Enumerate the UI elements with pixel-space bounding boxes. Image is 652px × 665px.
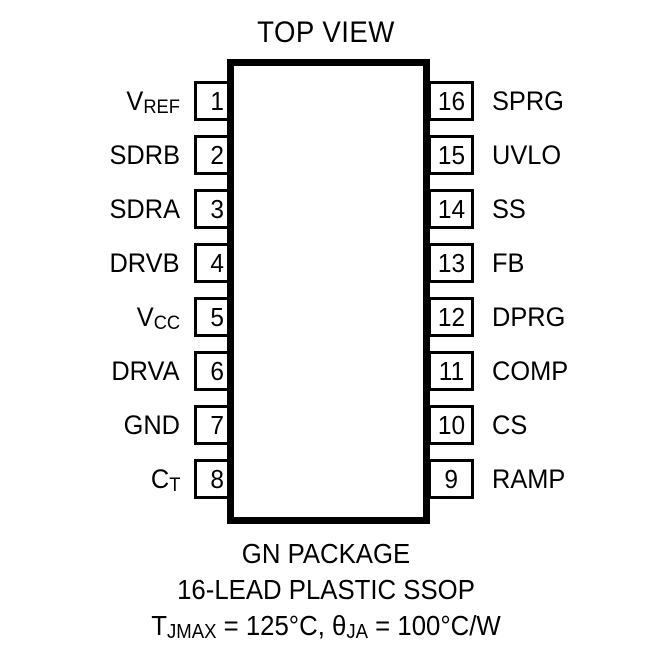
pin-label-text: V xyxy=(136,302,154,332)
pin-label-14: SS xyxy=(492,194,526,224)
pin-label-2: SDRB xyxy=(109,140,180,170)
pin-row-16: 16 SPRG xyxy=(420,81,652,121)
page-title: TOP VIEW xyxy=(257,16,395,49)
pin-number: 10 xyxy=(437,410,465,440)
pin-label-8: CT xyxy=(150,464,180,497)
thermal-suffix: = 100°C/W xyxy=(368,610,501,641)
pin-label-text: SDRB xyxy=(109,140,180,170)
pin-row-10: 10 CS xyxy=(420,405,652,445)
pin-label-12: DPRG xyxy=(492,302,565,332)
pin-row-7: GND 7 xyxy=(0,405,240,445)
pin-label-text: DPRG xyxy=(492,302,566,332)
thermal-prefix: T xyxy=(151,610,167,641)
pin-box-10: 10 xyxy=(428,405,474,445)
pin-label-15: UVLO xyxy=(492,140,561,170)
pin-label-3: SDRA xyxy=(109,194,180,224)
pin-row-12: 12 DPRG xyxy=(420,297,652,337)
pin-number: 13 xyxy=(437,248,465,278)
pin-box-12: 12 xyxy=(428,297,474,337)
pin-number: 2 xyxy=(210,140,224,170)
pin-box-14: 14 xyxy=(428,189,474,229)
pin-label-subscript: REF xyxy=(143,96,180,119)
pin-label-text: RAMP xyxy=(492,464,566,494)
pin-label-text: DRVA xyxy=(111,356,180,386)
pin-label-13: FB xyxy=(492,248,524,278)
pin-number: 9 xyxy=(444,464,458,494)
pin-label-subscript: T xyxy=(168,474,180,497)
pin-row-6: DRVA 6 xyxy=(0,351,240,391)
pin-box-9: 9 xyxy=(428,459,474,499)
pin-row-4: DRVB 4 xyxy=(0,243,240,283)
pin-row-1: VREF 1 xyxy=(0,81,240,121)
pin-number: 6 xyxy=(210,356,224,386)
pin-number: 14 xyxy=(437,194,465,224)
pin-label-text: COMP xyxy=(492,356,569,386)
pin-label-11: COMP xyxy=(492,356,568,386)
pin-box-13: 13 xyxy=(428,243,474,283)
pin-label-text: GND xyxy=(123,410,180,440)
pin-number: 11 xyxy=(438,356,464,386)
pin-number: 1 xyxy=(210,86,224,116)
thermal-subscript-jmax: JMAX xyxy=(166,621,217,644)
pin-label-6: DRVA xyxy=(112,356,180,386)
pin-row-3: SDRA 3 xyxy=(0,189,240,229)
pin-label-16: SPRG xyxy=(492,86,564,116)
pin-label-text: SPRG xyxy=(492,86,564,116)
package-caption: GN PACKAGE 16-LEAD PLASTIC SSOP TJMAX = … xyxy=(0,536,652,644)
pin-label-text: C xyxy=(150,464,169,494)
pin-label-text: SDRA xyxy=(109,194,180,224)
thermal-mid: = 125°C, θ xyxy=(216,610,347,641)
pin-label-text: CS xyxy=(492,410,528,440)
pin-row-5: VCC 5 xyxy=(0,297,240,337)
pin-number: 16 xyxy=(437,86,465,116)
pin-row-13: 13 FB xyxy=(420,243,652,283)
pin-number: 4 xyxy=(210,248,224,278)
pin-label-9: RAMP xyxy=(492,464,565,494)
pin-row-15: 15 UVLO xyxy=(420,135,652,175)
pin-row-9: 9 RAMP xyxy=(420,459,652,499)
pin-label-4: DRVB xyxy=(110,248,180,278)
package-body-outline xyxy=(227,59,430,524)
pin-row-14: 14 SS xyxy=(420,189,652,229)
pin-label-10: CS xyxy=(492,410,527,440)
pin-label-text: SS xyxy=(492,194,526,224)
pin-label-text: V xyxy=(126,86,144,116)
pin-label-text: FB xyxy=(492,248,525,278)
pin-box-15: 15 xyxy=(428,135,474,175)
pin-row-11: 11 COMP xyxy=(420,351,652,391)
pin-number: 12 xyxy=(437,302,465,332)
pin-label-text: UVLO xyxy=(492,140,562,170)
pin-label-text: DRVB xyxy=(109,248,180,278)
pin-box-11: 11 xyxy=(428,351,474,391)
pin-number: 3 xyxy=(210,194,224,224)
pin-number: 7 xyxy=(210,410,224,440)
pin-label-5: VCC xyxy=(136,302,180,335)
caption-thermal-spec: TJMAX = 125°C, θJA = 100°C/W xyxy=(26,608,626,644)
pin-label-subscript: CC xyxy=(153,312,180,335)
caption-package-name: GN PACKAGE xyxy=(241,538,411,569)
pin-label-1: VREF xyxy=(126,86,180,119)
pin-number: 5 xyxy=(210,302,224,332)
caption-package-description: 16-LEAD PLASTIC SSOP xyxy=(177,574,475,605)
pin-label-7: GND xyxy=(124,410,180,440)
pin-row-2: SDRB 2 xyxy=(0,135,240,175)
pin-number: 15 xyxy=(437,140,465,170)
pin-number: 8 xyxy=(210,464,224,494)
pin-box-16: 16 xyxy=(428,81,474,121)
pin-row-8: CT 8 xyxy=(0,459,240,499)
thermal-subscript-ja: JA xyxy=(346,621,369,644)
